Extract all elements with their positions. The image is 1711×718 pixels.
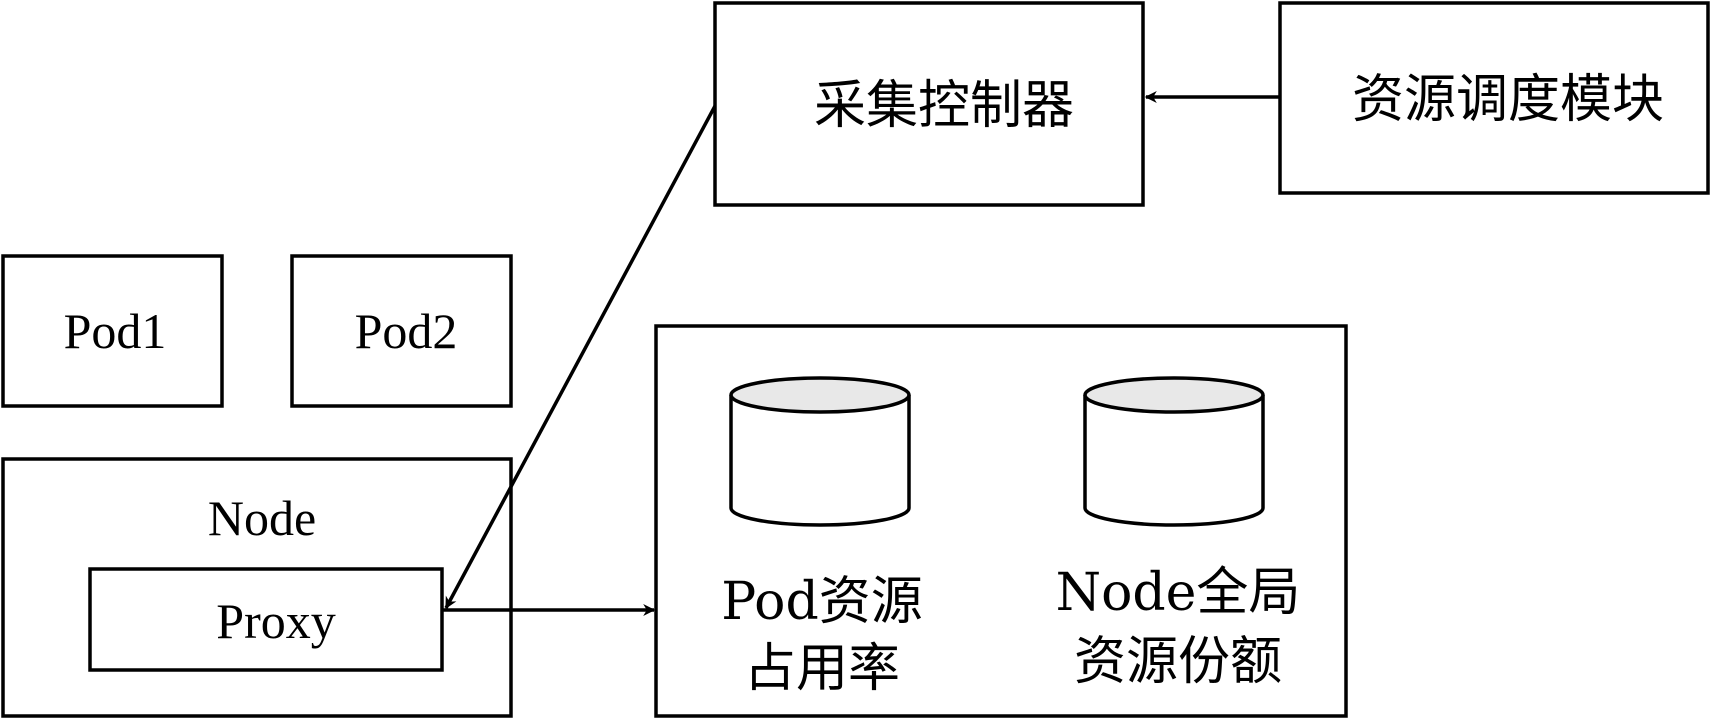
pod-usage-label-line2: 占用率 (744, 639, 900, 699)
pod1-label: Pod1 (64, 303, 167, 359)
collector-controller-node: 采集控制器 (713, 1, 1145, 207)
node-quota-label-line1: Node全局 (1056, 563, 1301, 623)
pod-usage-label-line1: Pod资源 (721, 572, 922, 632)
pod-usage-database-icon (729, 376, 911, 527)
node-quota-database-icon (1083, 376, 1265, 527)
collector-controller-label: 采集控制器 (814, 76, 1074, 136)
pod2-node: Pod2 (290, 254, 513, 408)
proxy-node: Proxy (88, 567, 444, 672)
proxy-label: Proxy (216, 593, 335, 649)
resource-scheduler-node: 资源调度模块 (1278, 1, 1710, 195)
node-quota-label-line2: 资源份额 (1074, 632, 1282, 692)
pod1-node: Pod1 (1, 254, 224, 408)
resource-scheduler-label: 资源调度模块 (1352, 70, 1664, 130)
node-label: Node (208, 490, 316, 546)
pod2-label: Pod2 (355, 303, 458, 359)
edge-collector-to-proxy (444, 105, 717, 610)
